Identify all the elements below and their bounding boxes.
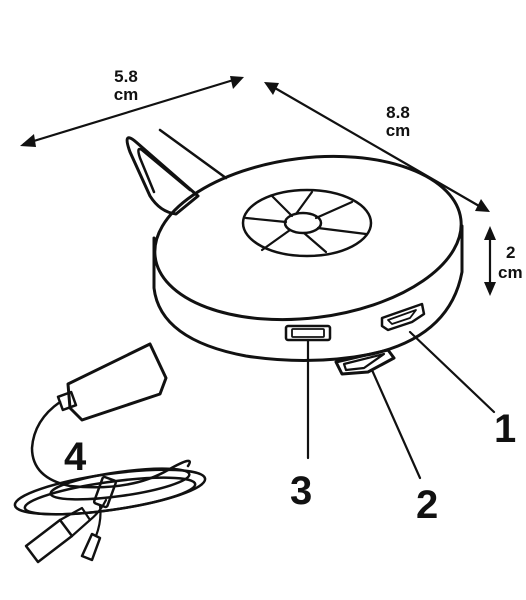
leader-lines [306, 330, 496, 480]
callout-3: 3 [290, 469, 312, 513]
shutter-logo-icon [241, 188, 373, 258]
hdmi-connector [334, 348, 396, 376]
dimension-height: 2 cm [484, 226, 523, 296]
hdmi-port [380, 302, 426, 332]
callout-2: 2 [416, 483, 438, 527]
width-unit: cm [114, 85, 139, 104]
depth-unit: cm [386, 121, 411, 140]
width-value: 5.8 [114, 67, 138, 86]
depth-value: 8.8 [386, 103, 410, 122]
callout-1: 1 [494, 407, 516, 451]
hdmi-tail [125, 128, 228, 216]
callout-4: 4 [64, 435, 87, 479]
height-value: 2 [506, 243, 515, 262]
usb-cable-icon [13, 342, 207, 564]
chromecast-device [152, 154, 464, 363]
height-unit: cm [498, 263, 523, 282]
dimension-width: 5.8 cm [20, 67, 244, 147]
usb-port [284, 324, 332, 342]
dimension-depth: 8.8 cm [264, 82, 490, 212]
